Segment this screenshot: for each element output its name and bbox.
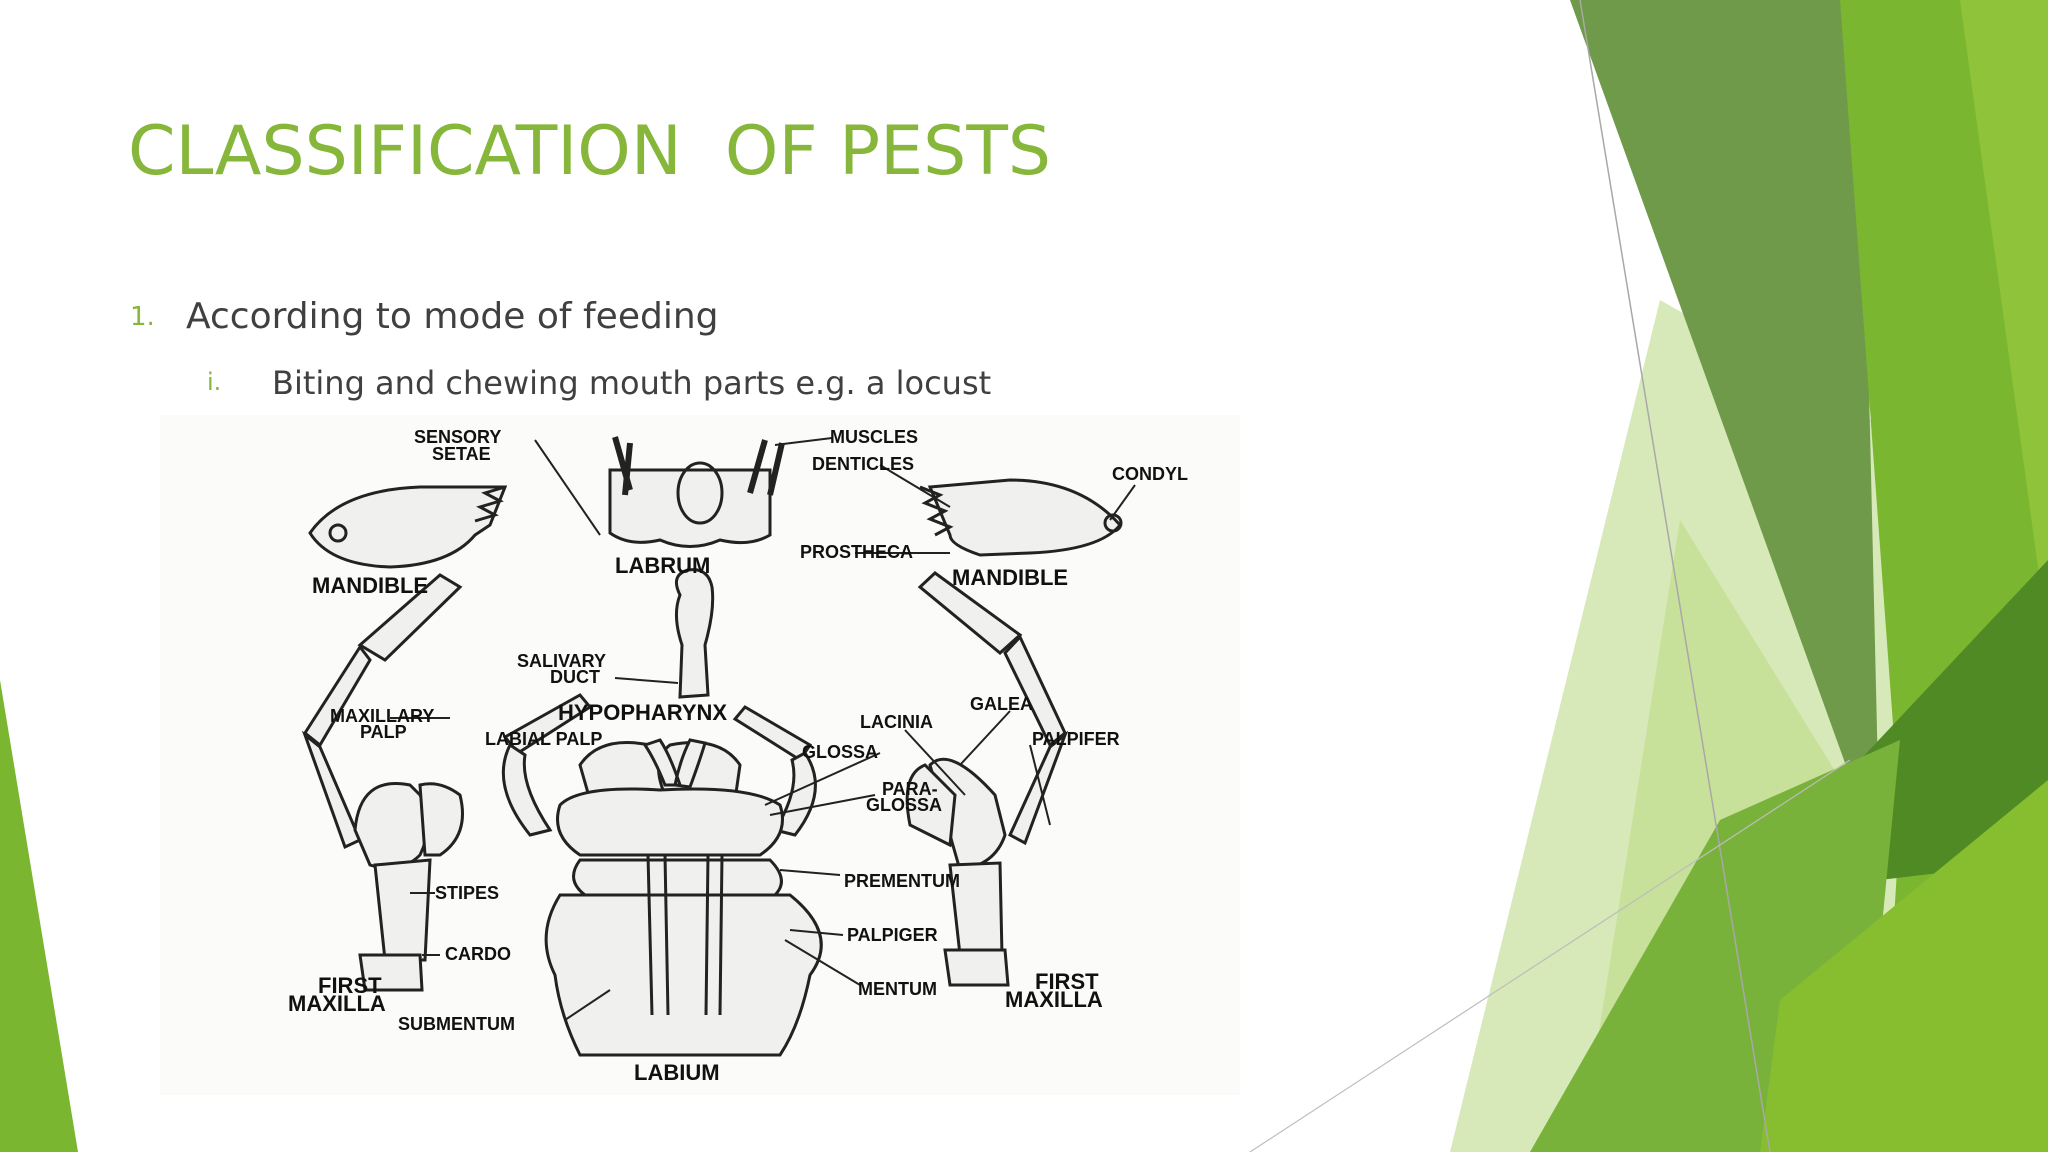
label-palpifer: PALPIFER [1032, 729, 1120, 749]
label-sensory-setae-2: SETAE [432, 444, 491, 464]
label-mandible-right: MANDIBLE [952, 565, 1068, 590]
label-lacinia: LACINIA [860, 712, 933, 732]
locust-mouthparts-diagram: SENSORY SETAE MUSCLES DENTICLES CONDYL P… [160, 415, 1240, 1095]
label-first-maxilla-right-1: FIRST [1035, 969, 1099, 994]
right-low-green [1760, 780, 2048, 1152]
label-paraglossa-2: GLOSSA [866, 795, 942, 815]
label-salivary-duct-2: DUCT [550, 667, 600, 687]
label-prementum: PREMENTUM [844, 871, 960, 891]
label-maxillary-palp-1: MAXILLARY [330, 706, 434, 726]
label-paraglossa-1: PARA- [882, 779, 938, 799]
label-first-maxilla-left-2: MAXILLA [288, 991, 386, 1016]
labrum-drawing [608, 436, 785, 548]
label-denticles: DENTICLES [812, 454, 914, 474]
labium-drawing [501, 693, 823, 1057]
gray-line-2 [1249, 759, 1851, 1152]
label-glossa: GLOSSA [802, 742, 878, 762]
sublist-number-i: i. [207, 368, 222, 396]
label-salivary-duct-1: SALIVARY [517, 651, 606, 671]
label-submentum: SUBMENTUM [398, 1014, 515, 1034]
right-dark-triangle [1860, 560, 2048, 880]
label-hypopharynx: HYPOPHARYNX [558, 700, 727, 725]
slide-title: CLASSIFICATION OF PESTS [128, 112, 1052, 191]
label-galea: GALEA [970, 694, 1033, 714]
right-bright-triangle [1960, 0, 2048, 640]
leader-lines [390, 437, 1136, 1021]
label-palpiger: PALPIGER [847, 925, 938, 945]
label-first-maxilla-right-2: MAXILLA [1005, 987, 1103, 1012]
label-mentum: MENTUM [858, 979, 937, 999]
label-sensory-setae-1: SENSORY [414, 427, 501, 447]
label-labial-palp: LABIAL PALP [485, 729, 602, 749]
hypopharynx-drawing [674, 568, 715, 699]
right-olive-band [1570, 0, 1880, 860]
label-maxillary-palp-2: PALP [360, 722, 407, 742]
label-labium: LABIUM [634, 1060, 720, 1085]
label-labrum: LABRUM [615, 553, 710, 578]
label-stipes: STIPES [435, 883, 499, 903]
label-first-maxilla-left-1: FIRST [318, 973, 382, 998]
sublist-item-i: Biting and chewing mouth parts e.g. a lo… [272, 364, 992, 402]
first-maxilla-right-drawing [905, 571, 1069, 987]
label-muscles: MUSCLES [830, 427, 918, 447]
first-maxilla-left-drawing [301, 573, 464, 992]
gray-line-1 [1579, 0, 1771, 1152]
list-item-1: According to mode of feeding [186, 296, 719, 337]
label-mandible-left: MANDIBLE [312, 573, 428, 598]
label-prostheca: PROSTHECA [800, 542, 913, 562]
list-number-1: 1. [130, 302, 155, 332]
mandible-left-drawing [308, 485, 508, 569]
left-green-wedge [0, 680, 78, 1152]
label-cardo: CARDO [445, 944, 511, 964]
label-condyl: CONDYL [1112, 464, 1188, 484]
